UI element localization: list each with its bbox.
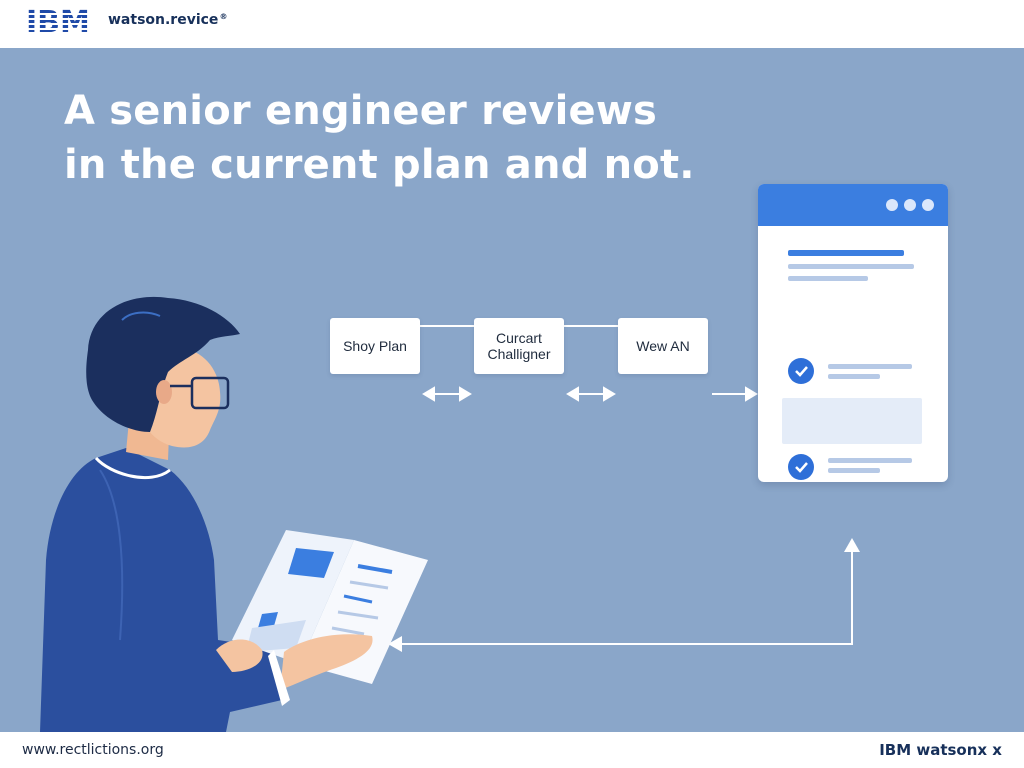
headline-line-2: in the current plan and not. bbox=[64, 142, 695, 188]
ibm-logo: IBM bbox=[26, 6, 102, 38]
check-icon bbox=[788, 358, 814, 384]
flow-step-label: Wew AN bbox=[636, 338, 690, 354]
checklist-line bbox=[828, 374, 880, 379]
footer: www.rectlictions.org IBM watsonx x bbox=[0, 732, 1024, 768]
card-title-line bbox=[788, 250, 904, 256]
checklist-line bbox=[828, 364, 912, 369]
engineer-jacket bbox=[40, 448, 282, 732]
flow-step-wew-an: Wew AN bbox=[618, 318, 708, 374]
footer-url: www.rectlictions.org bbox=[22, 742, 164, 758]
headline-line-1: A senior engineer reviews bbox=[64, 88, 658, 134]
footer-brand: IBM watsonx x bbox=[879, 741, 1002, 759]
engineer-hair bbox=[86, 296, 240, 432]
flow-step-shoy-plan: Shoy Plan bbox=[330, 318, 420, 374]
top-bar: IBM watson.revice® bbox=[0, 0, 1024, 48]
arrow-left-icon bbox=[388, 636, 402, 652]
more-dots-icon bbox=[886, 199, 898, 211]
arrow-up-icon bbox=[844, 538, 860, 552]
checklist-line bbox=[828, 458, 912, 463]
app-window-card bbox=[758, 184, 948, 482]
flow-step-label: Shoy Plan bbox=[343, 338, 407, 354]
checklist-line bbox=[828, 468, 880, 473]
more-dots-icon bbox=[904, 199, 916, 211]
card-text-line bbox=[788, 264, 914, 269]
headline: A senior engineer reviews in the current… bbox=[64, 84, 764, 192]
arrow-to-card bbox=[712, 386, 758, 402]
return-connector bbox=[398, 550, 853, 645]
double-arrow-1 bbox=[422, 386, 472, 402]
svg-text:IBM: IBM bbox=[26, 6, 90, 38]
checklist-highlight-row bbox=[782, 398, 922, 444]
more-dots-icon bbox=[922, 199, 934, 211]
check-icon bbox=[788, 454, 814, 480]
card-text-line bbox=[788, 276, 868, 281]
engineer-figure bbox=[40, 296, 428, 732]
app-window-header bbox=[758, 184, 948, 226]
double-arrow-2 bbox=[566, 386, 616, 402]
glasses-icon bbox=[170, 376, 230, 410]
brand-name: watson.revice® bbox=[108, 12, 228, 28]
